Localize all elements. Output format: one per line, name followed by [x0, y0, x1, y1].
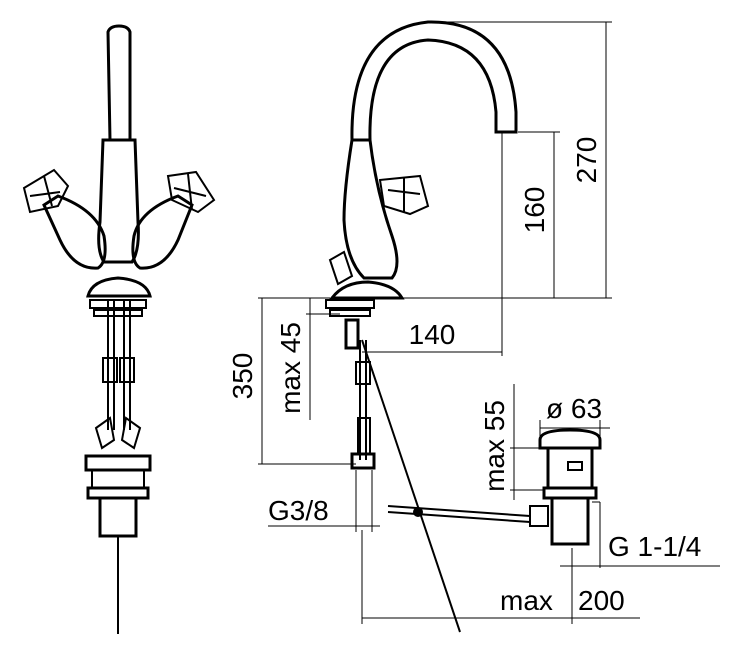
front-right-valve — [131, 194, 194, 270]
front-lever — [106, 24, 132, 142]
dim-supply-thread: G3/8 — [268, 495, 329, 526]
front-waste-body — [98, 496, 138, 538]
side-waste-body — [546, 446, 594, 490]
side-cross-handle — [378, 174, 430, 216]
front-body — [97, 138, 140, 264]
dim-spout-height: 160 — [519, 187, 550, 234]
side-view — [325, 20, 602, 633]
side-pop-up-rod — [361, 339, 461, 633]
front-left-cross-handle — [22, 168, 70, 214]
dim-height-total: 270 — [571, 137, 602, 184]
front-left-valve — [42, 194, 107, 270]
dim-waste-diameter: ø 63 — [546, 393, 602, 424]
dim-spout-reach: 140 — [409, 319, 456, 350]
front-deck-plate — [89, 299, 147, 309]
side-body — [342, 138, 399, 280]
front-hose-fitting-left — [102, 357, 118, 383]
dimension-labels: 270 160 140 350 max 45 max 55 ø 63 G3/8 … — [227, 137, 701, 616]
front-hose-fitting-right — [119, 357, 135, 383]
side-base-flange — [328, 280, 405, 300]
dim-rod-reach-value: 200 — [578, 585, 625, 616]
dim-waste-thread: G 1-1/4 — [608, 531, 701, 562]
dimension-lines — [258, 21, 720, 624]
side-supply-hose — [359, 340, 367, 460]
side-linkage-rod — [387, 505, 531, 523]
dim-waste-deck: max 55 — [479, 400, 510, 492]
side-popup-knob — [328, 250, 354, 286]
front-view — [22, 24, 216, 634]
dim-install-depth: 350 — [227, 353, 258, 400]
side-supply-nut — [350, 452, 376, 470]
side-shank — [344, 318, 360, 350]
side-waste-cap — [538, 428, 602, 450]
front-supply-hoses — [107, 300, 131, 430]
front-base-flange — [86, 276, 152, 298]
front-waste-nut — [84, 454, 152, 472]
spout — [350, 20, 518, 141]
dim-rod-reach-label: max — [500, 585, 553, 616]
dim-deck-thickness: max 45 — [275, 322, 306, 414]
front-right-cross-handle — [166, 170, 216, 214]
side-linkage-pivot — [413, 507, 423, 517]
